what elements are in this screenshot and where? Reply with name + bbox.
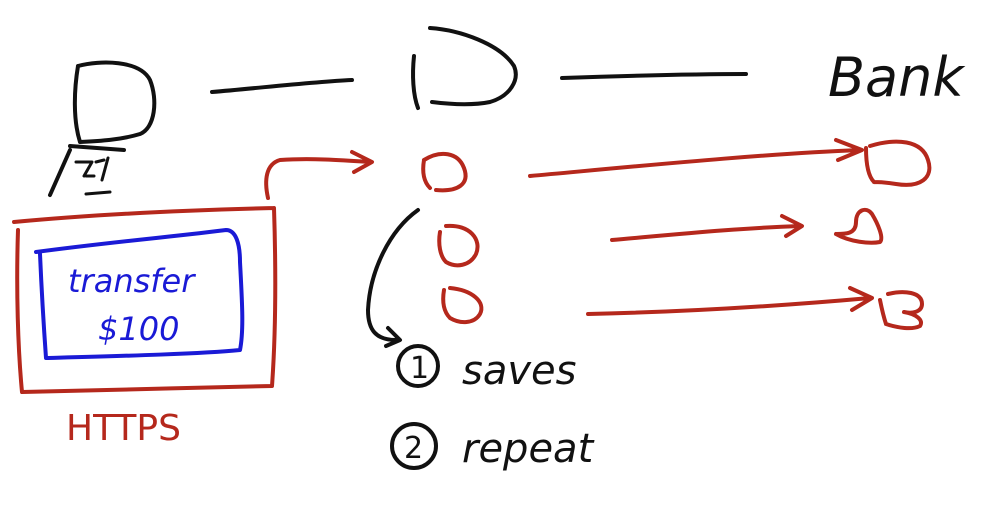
request-copy-1 <box>421 151 468 193</box>
intercept-arrow <box>264 150 374 200</box>
attacker-node <box>411 26 518 110</box>
amount-text: $100 <box>98 310 179 348</box>
step-2: 2 repeat <box>390 422 595 472</box>
https-envelope <box>12 206 278 394</box>
protocol-label: HTTPS <box>66 408 181 449</box>
save-arrow <box>366 208 420 348</box>
bank-response-3 <box>878 290 924 331</box>
step-1-number: 1 <box>410 351 429 386</box>
replay-arrow-2 <box>610 214 804 242</box>
step-2-text: repeat <box>462 426 595 472</box>
replay-arrow-1 <box>528 138 864 178</box>
bank-response-1 <box>864 139 932 187</box>
message-card <box>34 228 245 360</box>
step-1-text: saves <box>462 348 576 394</box>
step-2-number: 2 <box>404 431 423 466</box>
bank-label: Bank <box>828 46 966 109</box>
attacker-bank-link <box>560 72 748 80</box>
request-copy-2 <box>437 223 480 268</box>
replay-arrow-3 <box>586 286 874 316</box>
message-text: transfer <box>68 262 196 300</box>
step-1-circle <box>396 344 440 388</box>
client-attacker-link <box>210 78 354 94</box>
step-1: 1 saves <box>396 344 576 394</box>
bank-response-2 <box>834 207 884 245</box>
client-computer <box>48 60 157 197</box>
request-copy-3 <box>441 286 484 325</box>
step-2-circle <box>390 422 438 470</box>
